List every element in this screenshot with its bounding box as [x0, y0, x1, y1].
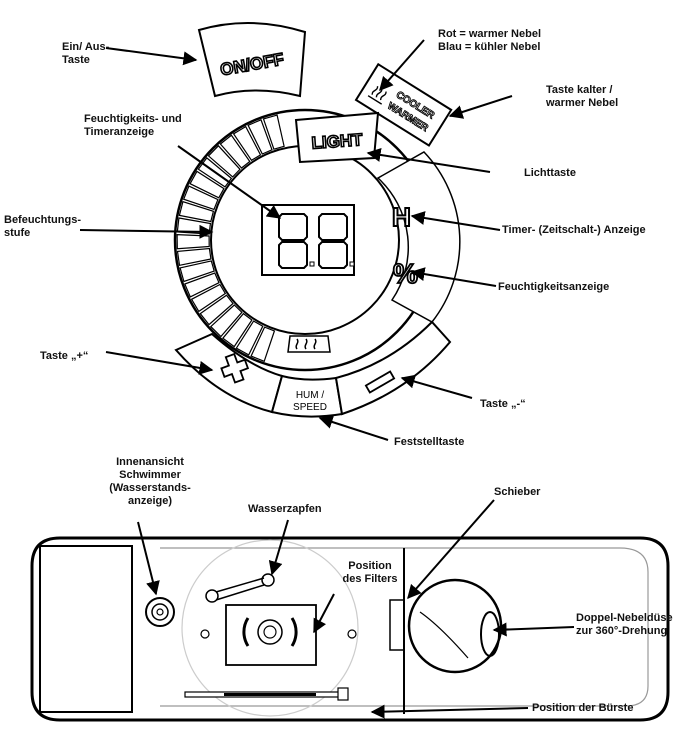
- label-humidity-timer-display: Feuchtigkeits- und Timeranzeige: [84, 113, 182, 138]
- level-segment: [189, 170, 225, 199]
- digit-right: [318, 213, 348, 269]
- housing-outline: [30, 536, 670, 722]
- filter-plate: [181, 539, 359, 717]
- control-panel: H % ON/OFF COOLER WARMER LIGHT: [173, 21, 461, 418]
- level-segment: [232, 125, 262, 162]
- level-segment: [247, 119, 273, 155]
- brush: [184, 687, 349, 701]
- slider-rail: [389, 599, 404, 651]
- label-lock-key: Feststelltaste: [394, 436, 465, 448]
- on-off-button[interactable]: ON/OFF: [197, 21, 307, 98]
- mist-indicator: [287, 335, 331, 353]
- nozzle: [407, 578, 503, 674]
- level-segment: [176, 233, 210, 250]
- label-water-plug: Wasserzapfen: [248, 503, 322, 515]
- label-light-key: Lichttaste: [524, 167, 576, 179]
- hum-speed-button[interactable]: HUM / SPEED: [270, 374, 344, 418]
- level-segment: [199, 294, 234, 326]
- digit-left: [278, 213, 308, 269]
- label-on-off-key: Ein/ Aus- Taste: [62, 41, 110, 66]
- level-segment: [262, 114, 285, 150]
- level-segment: [250, 326, 276, 363]
- hum-label: HUM /: [296, 390, 325, 401]
- timer-indicator-h: H: [392, 202, 411, 232]
- light-button[interactable]: LIGHT: [294, 111, 380, 164]
- label-timer-display: Timer- (Zeitschalt-) Anzeige: [502, 224, 646, 236]
- level-segment: [207, 144, 241, 178]
- leader-lines: [79, 39, 575, 719]
- screw-hole: [200, 629, 210, 639]
- housing-inner: [160, 547, 649, 707]
- light-button-label: LIGHT: [311, 130, 364, 153]
- filter-position: [225, 604, 317, 666]
- label-nozzle: Doppel-Nebeldüse zur 360°-Drehung: [576, 612, 673, 637]
- level-segment: [209, 304, 243, 338]
- label-humidity-display: Feuchtigkeitsanzeige: [498, 281, 610, 293]
- level-segment: [178, 200, 215, 223]
- level-segment: [179, 260, 215, 283]
- level-segment: [190, 283, 227, 313]
- label-float-view: Innenansicht Schwimmer (Wasserstands- an…: [109, 456, 191, 507]
- level-segment: [219, 134, 251, 169]
- tank-chamber: [39, 545, 133, 713]
- water-plug: [205, 573, 275, 603]
- interior-view: [30, 536, 670, 722]
- minus-icon: [364, 370, 396, 394]
- screw-hole: [347, 629, 357, 639]
- plus-icon: [220, 352, 250, 384]
- indicator-panel-right: [376, 151, 461, 323]
- speed-label: SPEED: [293, 402, 327, 413]
- level-segment: [222, 312, 253, 348]
- label-minus-key: Taste „-“: [480, 398, 526, 410]
- label-slider: Schieber: [494, 486, 541, 498]
- label-cool-warm-key: Taste kalter / warmer Nebel: [546, 84, 619, 109]
- minus-button[interactable]: [334, 320, 452, 416]
- float-indicator: [145, 597, 175, 627]
- label-plus-key: Taste „+“: [40, 350, 89, 362]
- label-red-blue-note: Rot = warmer Nebel Blau = kühler Nebel: [438, 28, 542, 53]
- humidity-indicator-percent: %: [393, 258, 418, 289]
- level-segment: [184, 272, 220, 298]
- level-segment: [182, 185, 219, 211]
- label-brush-position: Position der Bürste: [532, 702, 634, 714]
- level-segment: [176, 247, 212, 267]
- humidification-level-bar: [176, 114, 285, 363]
- level-segment: [235, 320, 264, 356]
- label-humidification-level: Befeuchtungs- stufe: [4, 214, 81, 239]
- steam-icon: [367, 86, 387, 105]
- label-filter-position: Position des Filters: [342, 560, 398, 585]
